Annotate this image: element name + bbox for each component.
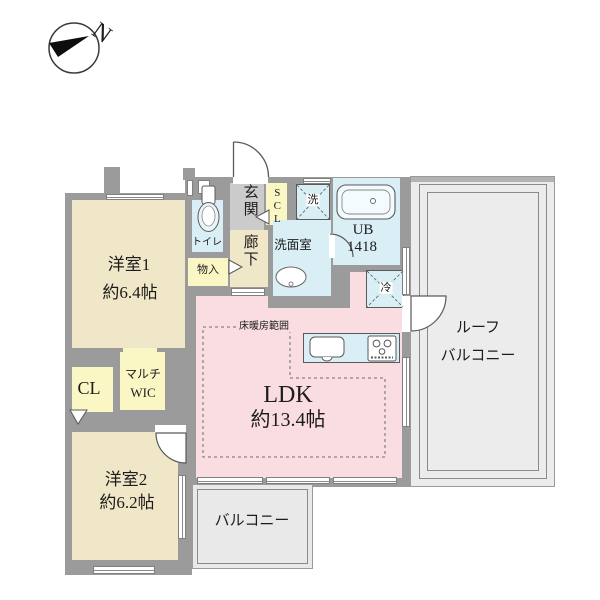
window-ldk-bottom-2 [266,477,330,484]
room-closet [72,367,113,412]
wall-pipe-top [104,167,120,195]
roof-balcony-area [410,176,555,487]
door-gap-entrance [233,177,268,184]
room2-door-arc [155,432,187,464]
floor-heating-label: 床暖房範囲 [237,321,291,332]
washroom-sink-icon [275,266,307,288]
closet-door-marker [69,409,88,425]
corridor-label: 廊下 [241,234,258,268]
room1-size: 約6.4帖 [102,283,158,302]
bath-size: 1418 [347,239,377,255]
washer-x-pattern [296,184,330,220]
multi-wic-opening [123,348,157,354]
roof-balcony-inner-line2 [427,192,539,471]
kitchen-sink-icon [309,336,345,362]
roof-balcony-door-arc [410,295,447,332]
ldk-size: 約13.4帖 [250,409,326,431]
window-room1-top [106,194,164,200]
opening-corridor-ldk [231,288,265,296]
window-room2-bottom [93,566,155,574]
genkan-door-marker [254,209,270,225]
door-gap-room2 [155,425,186,433]
balcony-inner-line [197,489,308,564]
room-scl [266,183,287,225]
room2-name: 洋室2 [104,470,148,489]
room-multi-wic [120,352,165,410]
balcony-area [192,484,313,569]
room-western1 [72,200,185,348]
window-ldk-bottom-1 [197,477,263,484]
toilet-icon [197,185,220,232]
washroom-label: 洗面室 [274,238,312,252]
closet-label: CL [77,378,101,398]
stove-icon [367,335,397,362]
multi-wic-line1: マルチ [124,367,162,381]
balcony-label: バルコニー [214,513,290,529]
door-gap-bath [329,233,335,258]
room-storage [188,258,228,286]
roof-balcony-inner-line1 [419,184,547,479]
room1-name: 洋室1 [107,255,151,274]
window-washer-top [303,178,331,184]
room-western2 [72,432,178,560]
toilet-label: トイレ [192,237,222,248]
bathtub-icon [336,184,396,220]
window-ldk-bottom-3 [333,477,397,484]
ldk-name: LDK [263,382,313,408]
compass-icon [48,22,100,74]
window-toilet-slot1 [187,180,193,196]
window-room2-right [178,475,186,539]
washer-label: 洗 [306,194,320,206]
storage-label: 物入 [197,264,219,276]
storage-door-marker [228,259,244,275]
roof-balcony-line1: ルーフ [455,320,501,336]
room2-size: 約6.2帖 [99,493,155,512]
scl-label: SCL [271,187,284,226]
bath-door-arc [329,233,354,258]
genkan-label: 玄関 [241,184,258,218]
window-ldk-right-2 [402,357,410,427]
bath-label: UB [352,222,374,238]
door-gap-roof-balcony [402,296,411,332]
room-corridor [230,230,268,287]
refrigerator-label: 冷 [379,282,393,294]
roof-balcony-line2: バルコニー [440,348,516,364]
roof-balcony-top-band [411,177,554,182]
entrance-door-arc [232,141,270,178]
room-genkan [230,183,264,230]
multi-wic-line2: WIC [130,385,156,400]
